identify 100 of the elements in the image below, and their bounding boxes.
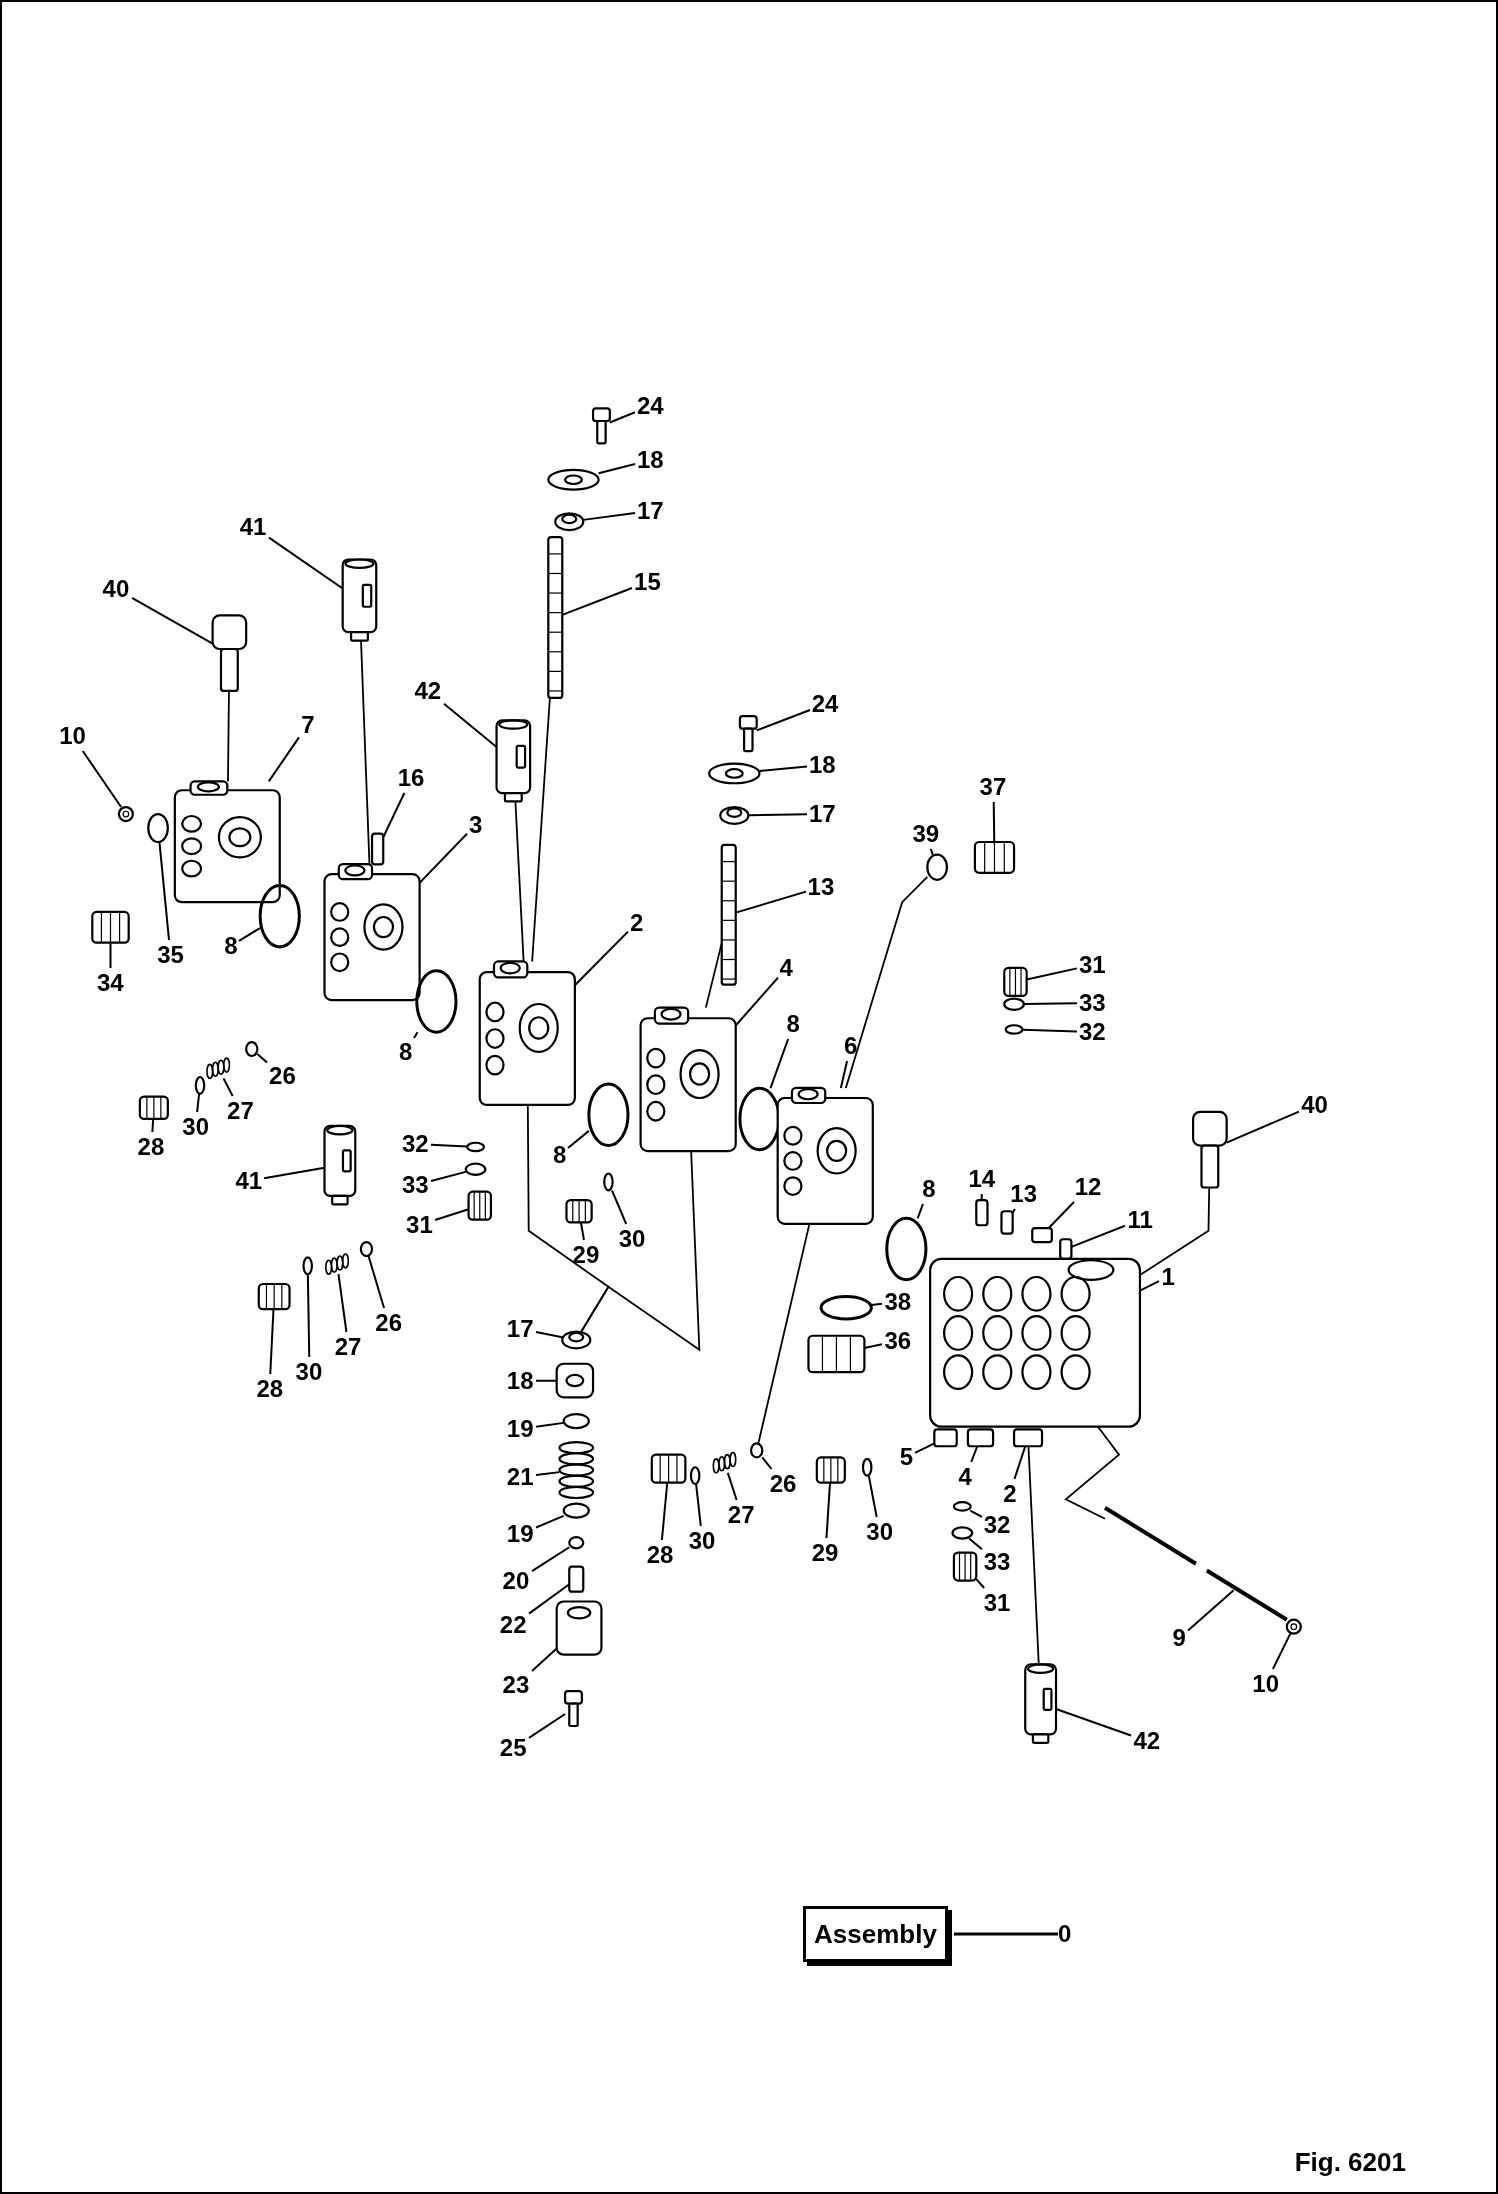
bolt — [564, 1689, 583, 1728]
valve-cartridge — [341, 558, 378, 642]
leader-line — [238, 927, 262, 942]
o-ring — [587, 1082, 630, 1148]
callout-number: 33 — [401, 1171, 429, 1198]
o-ring — [245, 1040, 259, 1058]
o-ring — [603, 1172, 614, 1192]
assembly-line — [757, 1222, 811, 1445]
leader-line — [1022, 1002, 1078, 1006]
callout-number: 21 — [506, 1464, 534, 1490]
callout-number: 28 — [137, 1133, 165, 1160]
leader-line — [867, 1474, 878, 1518]
leader-line — [535, 1514, 565, 1529]
callout-number: 8 — [922, 1175, 936, 1202]
leader-line — [839, 1060, 849, 1089]
o-ring — [359, 1240, 374, 1258]
leader-line — [434, 1208, 470, 1222]
callout-number: 7 — [301, 711, 315, 738]
leader-line — [81, 750, 123, 809]
leader-line — [535, 1331, 564, 1339]
leader-line — [980, 1193, 983, 1202]
o-ring — [1003, 997, 1025, 1011]
o-ring — [562, 1413, 590, 1430]
stud — [370, 832, 385, 866]
callout-number: 0 — [1057, 1921, 1072, 1948]
valve-section — [933, 1428, 958, 1448]
callout-number: 30 — [866, 1518, 893, 1545]
leader-line — [755, 708, 811, 732]
stud — [975, 1199, 989, 1227]
plug — [257, 1282, 291, 1311]
valve-section — [478, 960, 576, 1107]
leader-line — [222, 1077, 234, 1097]
tie-bolt — [1103, 1506, 1288, 1622]
stud — [1031, 1226, 1053, 1244]
callout-number: 27 — [227, 1097, 254, 1124]
assembly-line — [1027, 1445, 1040, 1666]
leader-line — [267, 736, 300, 783]
plug — [467, 1190, 493, 1221]
callout-number: 28 — [256, 1375, 284, 1402]
leader-line — [992, 801, 996, 843]
spool — [720, 843, 737, 986]
callout-number: 14 — [968, 1166, 996, 1193]
callout-number: 17 — [506, 1315, 534, 1342]
o-ring — [750, 1442, 764, 1459]
callout-number: 33 — [1078, 989, 1106, 1016]
o-ring — [302, 1256, 313, 1276]
leader-line — [263, 1166, 326, 1180]
callout-number: 30 — [618, 1226, 646, 1253]
callout-number: 8 — [224, 932, 238, 959]
valve-body — [929, 1257, 1142, 1428]
assembly-line — [360, 639, 371, 865]
nut — [1285, 1618, 1302, 1635]
leader-line — [769, 1038, 790, 1090]
callout-number: 33 — [983, 1549, 1011, 1576]
leader-line — [761, 1456, 773, 1470]
seal — [719, 805, 750, 825]
callout-number: 30 — [182, 1114, 209, 1141]
callout-number: 30 — [295, 1359, 323, 1386]
assembly-line — [580, 1150, 701, 1352]
callout-number: 5 — [899, 1444, 914, 1471]
callout-number: 4 — [779, 954, 793, 981]
spool — [547, 536, 564, 700]
cover-block — [555, 1600, 603, 1656]
callout-number: 19 — [506, 1521, 534, 1548]
leader-line — [573, 930, 629, 987]
leader-line — [268, 536, 344, 590]
leader-line — [561, 586, 633, 616]
callout-number: 8 — [552, 1142, 567, 1169]
leader-line — [528, 1583, 571, 1615]
spring — [558, 1440, 595, 1500]
leader-line — [1187, 1589, 1235, 1632]
callout-number: 8 — [786, 1010, 800, 1037]
callout-number: 11 — [1127, 1206, 1153, 1233]
leader-line — [660, 1481, 669, 1541]
stud — [1000, 1210, 1014, 1235]
callout-number: 18 — [808, 752, 836, 779]
assembly-line — [531, 697, 551, 963]
callout-number: 24 — [811, 690, 839, 717]
leader-line — [747, 813, 808, 817]
leader-line — [528, 1713, 567, 1739]
valve-cartridge — [495, 719, 532, 803]
leader-line — [535, 1379, 558, 1382]
o-ring — [258, 883, 301, 949]
valve-section — [1012, 1428, 1044, 1448]
callout-number: 42 — [414, 677, 442, 704]
spring — [712, 1451, 737, 1474]
leader-line — [825, 1481, 831, 1539]
leader-line — [1055, 1708, 1132, 1737]
plug — [91, 910, 130, 944]
gasket — [547, 468, 600, 491]
callout-number: 31 — [983, 1589, 1011, 1616]
callout-number: 42 — [1133, 1728, 1161, 1755]
o-ring — [147, 812, 169, 844]
leader-line — [256, 1052, 268, 1064]
leader-line — [1271, 1632, 1292, 1670]
flange — [555, 1362, 595, 1399]
spring — [206, 1057, 231, 1080]
callout-number: 39 — [912, 820, 940, 847]
valve-section — [776, 1086, 874, 1225]
stud — [568, 1565, 585, 1593]
